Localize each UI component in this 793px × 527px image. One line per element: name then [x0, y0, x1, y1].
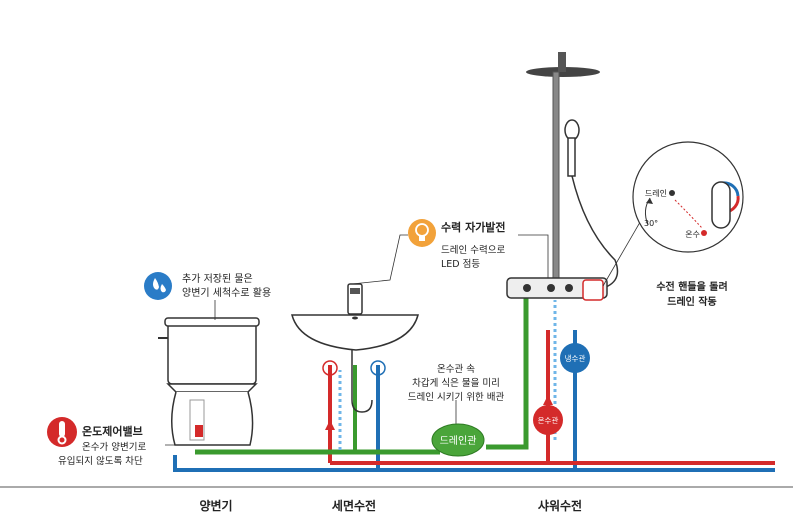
- handle-dial-inset: [632, 141, 744, 253]
- drain-badge: [431, 423, 485, 457]
- label-shower: 샤워수전: [538, 498, 582, 513]
- hot-badge: [533, 405, 563, 435]
- shower-column: [506, 52, 619, 301]
- generator-title: 수력 자가발전: [441, 220, 506, 234]
- cold-main-pipe: [173, 455, 775, 472]
- handle-note-line2: 드레인 작동: [667, 295, 716, 308]
- label-washbasin: 세면수전: [332, 498, 376, 513]
- dial-drain-label: 드레인: [645, 188, 667, 198]
- drain-note-line1: 온수관 속: [437, 364, 475, 375]
- valve-note-line1: 온수가 양변기로: [82, 442, 146, 453]
- drain-note-line2: 차갑게 식은 물을 미리: [412, 377, 500, 389]
- lightbulb-icon: [408, 219, 436, 247]
- generator-note-line2: LED 점등: [441, 258, 480, 270]
- valve-note-line2: 유입되지 않도록 차단: [58, 455, 143, 467]
- cold-badge-label: 냉수관: [565, 353, 586, 363]
- tank-note-line1: 추가 저장된 물은: [182, 273, 253, 285]
- water-drop-icon: [144, 272, 172, 300]
- drain-badge-label: 드레인관: [440, 435, 477, 447]
- generator-leader-shower: [518, 234, 549, 278]
- toilet: [158, 317, 260, 446]
- dial-angle-label: 30°: [644, 219, 658, 228]
- generator-note-line1: 드레인 수력으로: [441, 244, 505, 256]
- hot-badge-label: 온수관: [538, 415, 559, 425]
- valve-marker: [195, 425, 203, 437]
- label-toilet: 양변기: [199, 498, 232, 513]
- handle-note-line1: 수전 핸들을 돌려: [656, 280, 727, 293]
- cold-badge: [560, 343, 590, 373]
- drain-pipe-right: [486, 298, 529, 450]
- washbasin: [291, 283, 419, 413]
- drain-note-line3: 드레인 시키기 위한 배관: [408, 391, 505, 403]
- thermometer-icon: [47, 417, 77, 447]
- dial-hot-label: 온수: [685, 230, 700, 239]
- basin-hot-arrow: [325, 420, 335, 430]
- hot-flow-arrow: [543, 395, 553, 405]
- tank-note-line2: 양변기 세척수로 활용: [182, 286, 271, 299]
- valve-title: 온도제어밸브: [82, 424, 143, 438]
- generator-leader-basin: [351, 234, 408, 285]
